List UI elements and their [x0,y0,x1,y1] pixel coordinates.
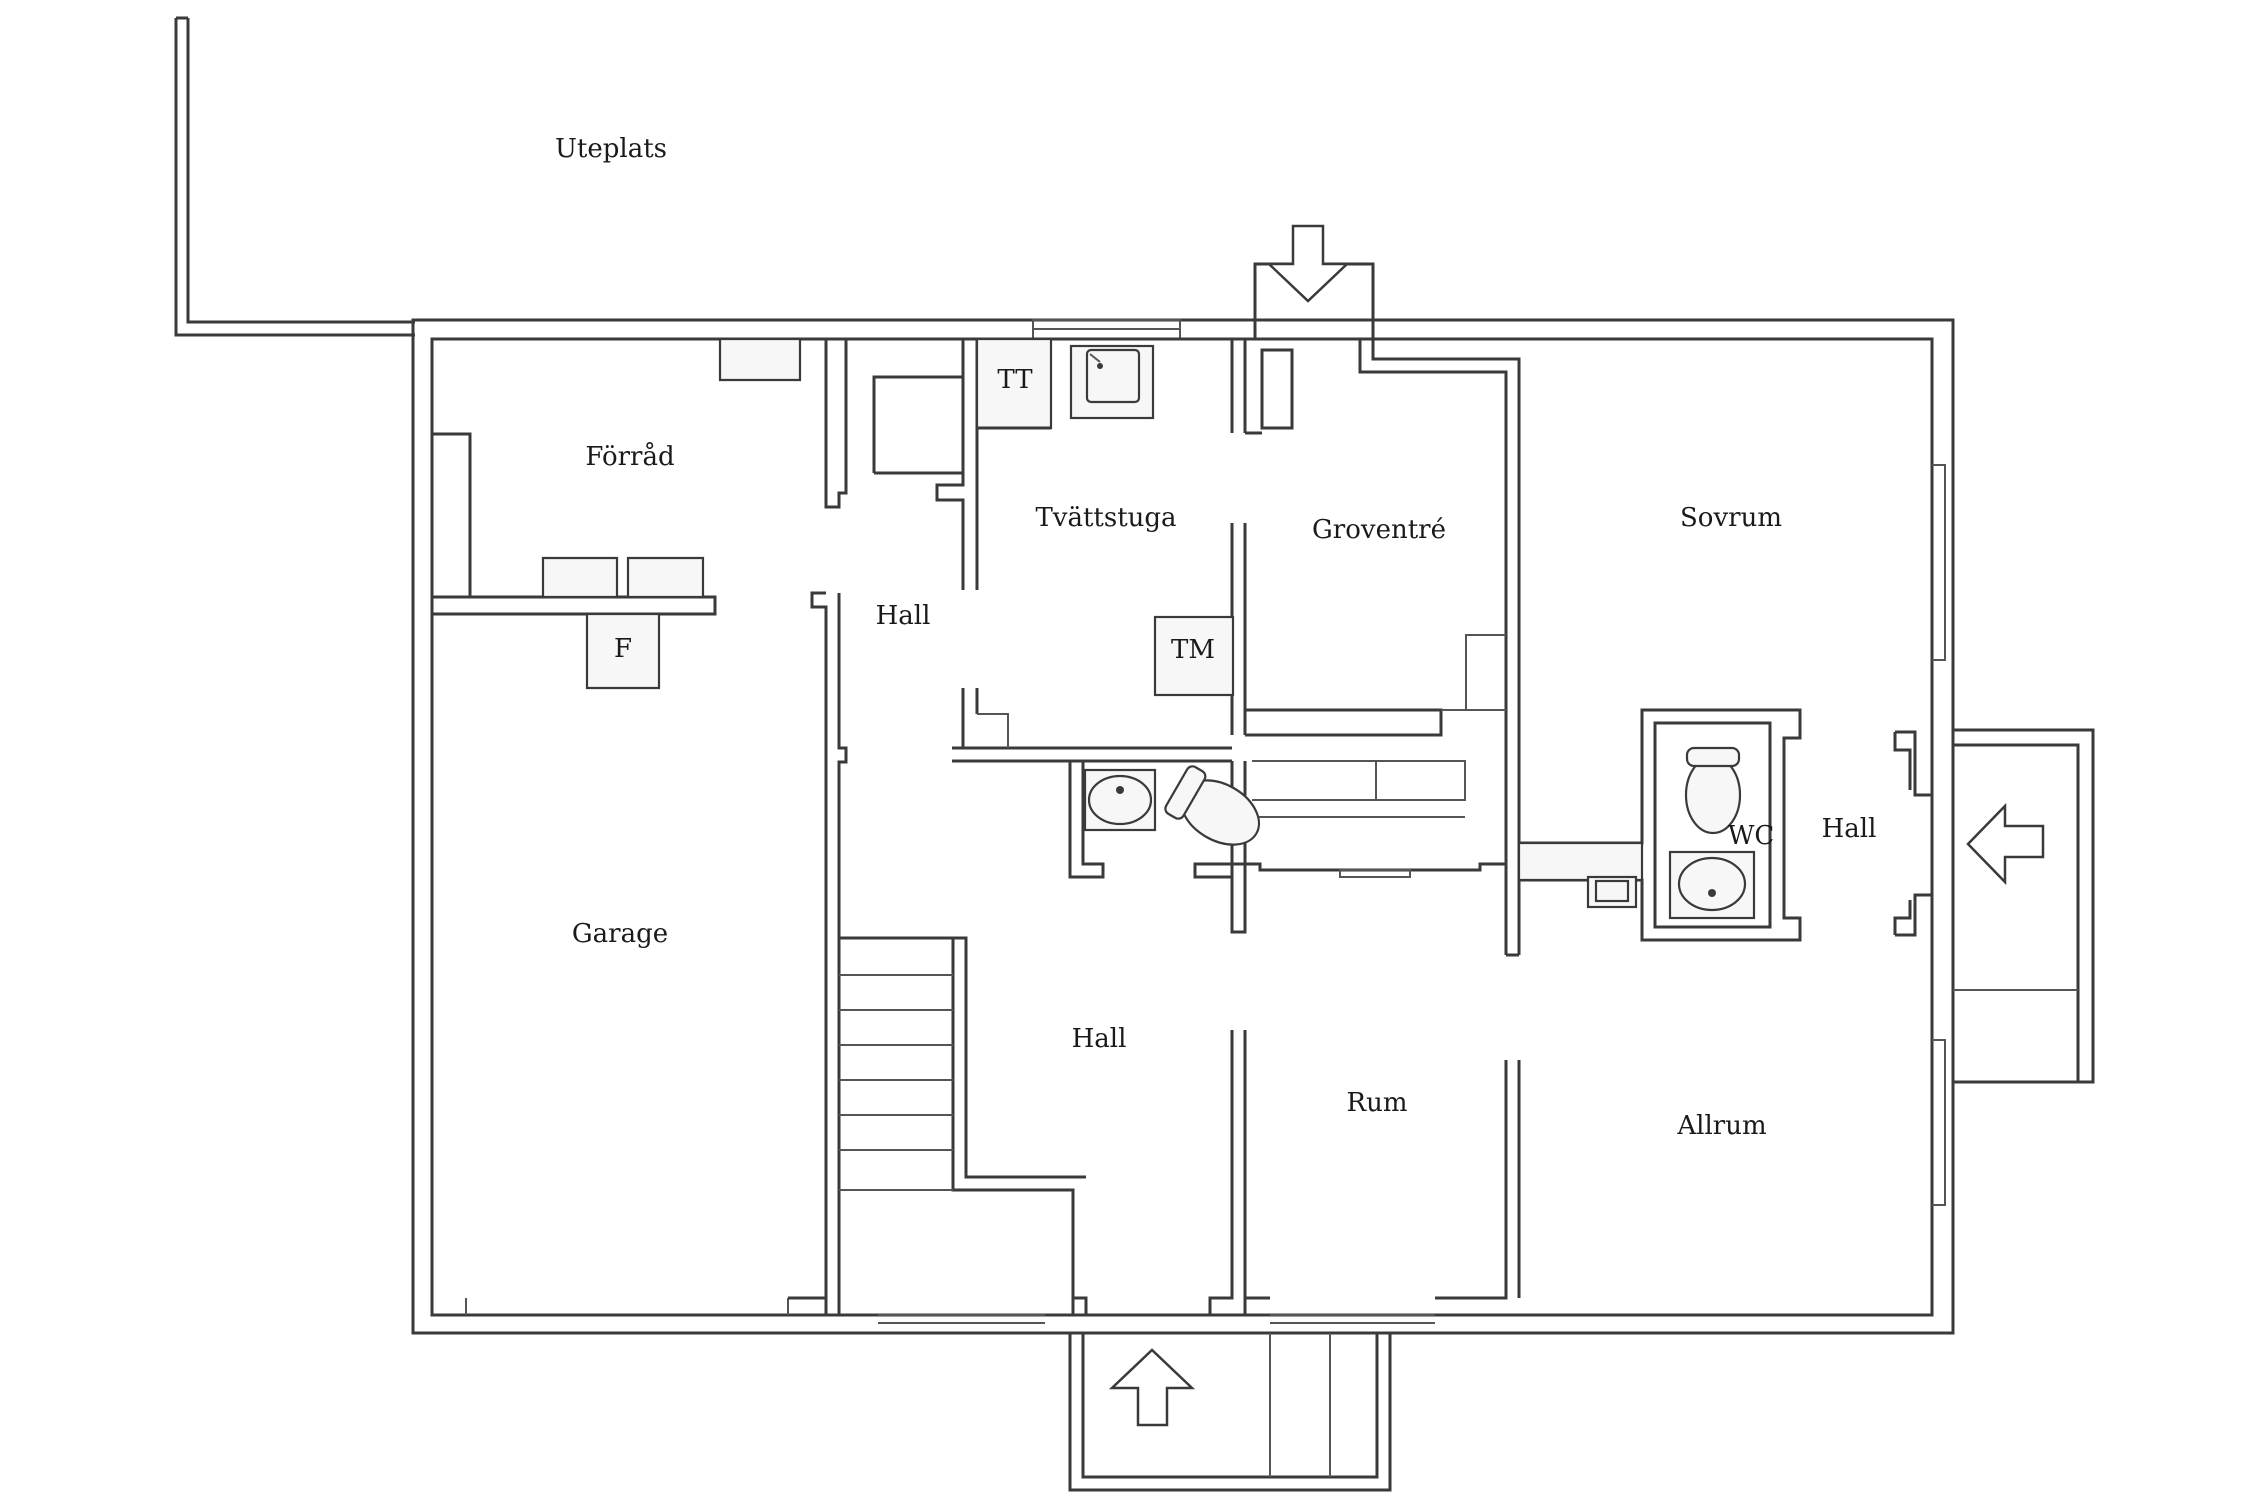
label-groventre: Groventré [1312,515,1446,545]
right-porch [1953,728,2095,1084]
middle-bath-walls [1068,760,1506,934]
rum-walls [1208,1030,1521,1315]
label-tm: TM [1171,635,1215,665]
label-forrad: Förråd [585,441,674,472]
entrance-arrow-icon-right [1966,802,2045,886]
label-garage: Garage [572,919,668,949]
washing-machine [1153,615,1235,697]
entrance-arrow-icon-bottom [1108,1348,1196,1427]
label-hall-right: Hall [1822,814,1877,844]
toilet-icon [1164,765,1261,846]
washbasin-icon [1083,768,1157,832]
tvattstuga-walls [952,337,1247,763]
label-tt: TT [997,365,1033,395]
label-f: F [614,634,632,664]
hall-upper-walls [846,337,979,590]
bottom-porch [1068,1333,1392,1492]
top-window [1032,319,1181,340]
label-rum: Rum [1347,1088,1408,1118]
groventre-walls [1245,339,1521,955]
wc-walls [1506,708,1932,957]
wc-washbasin-icon [1668,850,1756,920]
label-uteplats: Uteplats [555,134,667,164]
stairs [837,936,1088,1315]
label-sovrum: Sovrum [1680,503,1782,533]
label-tvattstuga: Tvättstuga [1035,503,1176,533]
right-windows [1932,464,1946,1206]
counter-sink-icon [1586,875,1638,909]
sink-icon [1069,344,1155,420]
forrad-walls [432,337,848,1315]
uteplats-fence [174,16,415,337]
entrance-arrow-icon-top [1265,224,1351,303]
label-wc: WC [1728,821,1775,851]
wc-toilet-icon [1684,746,1742,835]
bottom-windows [878,1314,1435,1324]
label-hall-lower: Hall [1072,1024,1127,1054]
label-allrum: Allrum [1676,1111,1766,1141]
label-hall-upper: Hall [876,601,931,631]
